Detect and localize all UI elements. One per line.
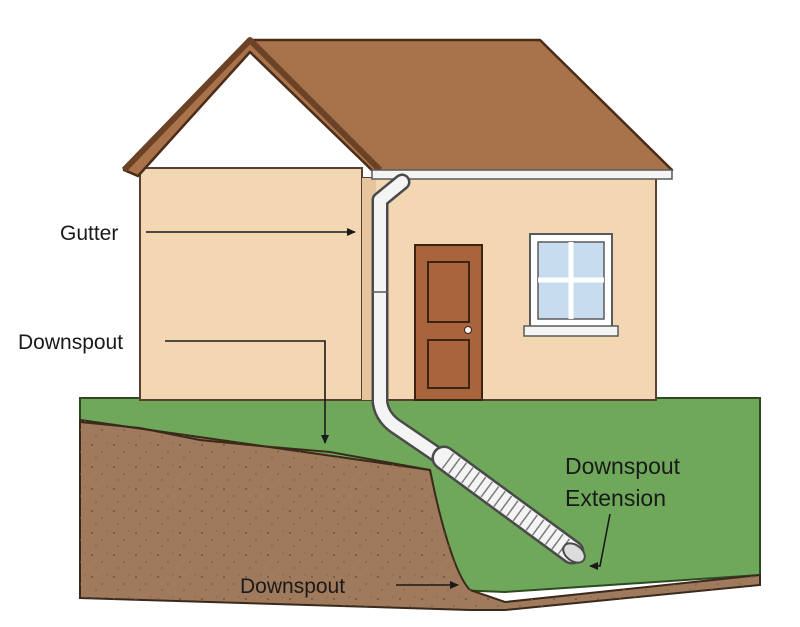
soil-top-edge bbox=[79, 421, 431, 471]
pipe-rib bbox=[454, 462, 468, 479]
door-panel-bottom bbox=[427, 339, 470, 389]
pipe-rib bbox=[499, 495, 513, 512]
pipe-rib bbox=[538, 524, 551, 541]
arrow-icon bbox=[165, 340, 329, 444]
door-panel-top bbox=[427, 261, 470, 323]
label-extension-line2: Extension bbox=[565, 485, 666, 511]
pipe-rib bbox=[493, 490, 506, 508]
label-downspout-upper: Downspout bbox=[18, 331, 123, 354]
pipe-rib bbox=[531, 519, 545, 536]
window-sill bbox=[523, 325, 619, 337]
label-downspout-lower: Downspout bbox=[240, 575, 345, 598]
label-extension-line1: Downspout bbox=[565, 453, 681, 479]
pipe-rib bbox=[448, 457, 461, 474]
roof-gable-edge bbox=[121, 37, 383, 173]
house-left-wall bbox=[139, 167, 363, 401]
extension-pipe-ribs bbox=[441, 452, 571, 555]
pipe-rib bbox=[467, 471, 481, 489]
pipe-rib bbox=[486, 486, 500, 503]
pipe-rib bbox=[473, 476, 487, 493]
label-gutter: Gutter bbox=[60, 222, 118, 245]
roof bbox=[122, 38, 674, 180]
pipe-rib bbox=[441, 452, 455, 470]
soil-texture bbox=[80, 420, 760, 610]
pipe-rib bbox=[518, 509, 532, 527]
pipe-rib bbox=[525, 514, 538, 531]
extension-pipe-mouth bbox=[562, 542, 586, 564]
door bbox=[414, 244, 483, 401]
pipe-rib bbox=[461, 467, 474, 484]
door-knob bbox=[464, 326, 472, 334]
pipe-rib bbox=[506, 500, 519, 517]
pipe-rib bbox=[551, 533, 564, 550]
pipe-rib bbox=[512, 505, 526, 522]
downspout-pipe-fill bbox=[374, 176, 448, 464]
pipe-rib bbox=[544, 528, 558, 546]
arrow-icon bbox=[589, 513, 611, 570]
gutter bbox=[371, 169, 673, 180]
pipe-rib bbox=[480, 481, 493, 498]
